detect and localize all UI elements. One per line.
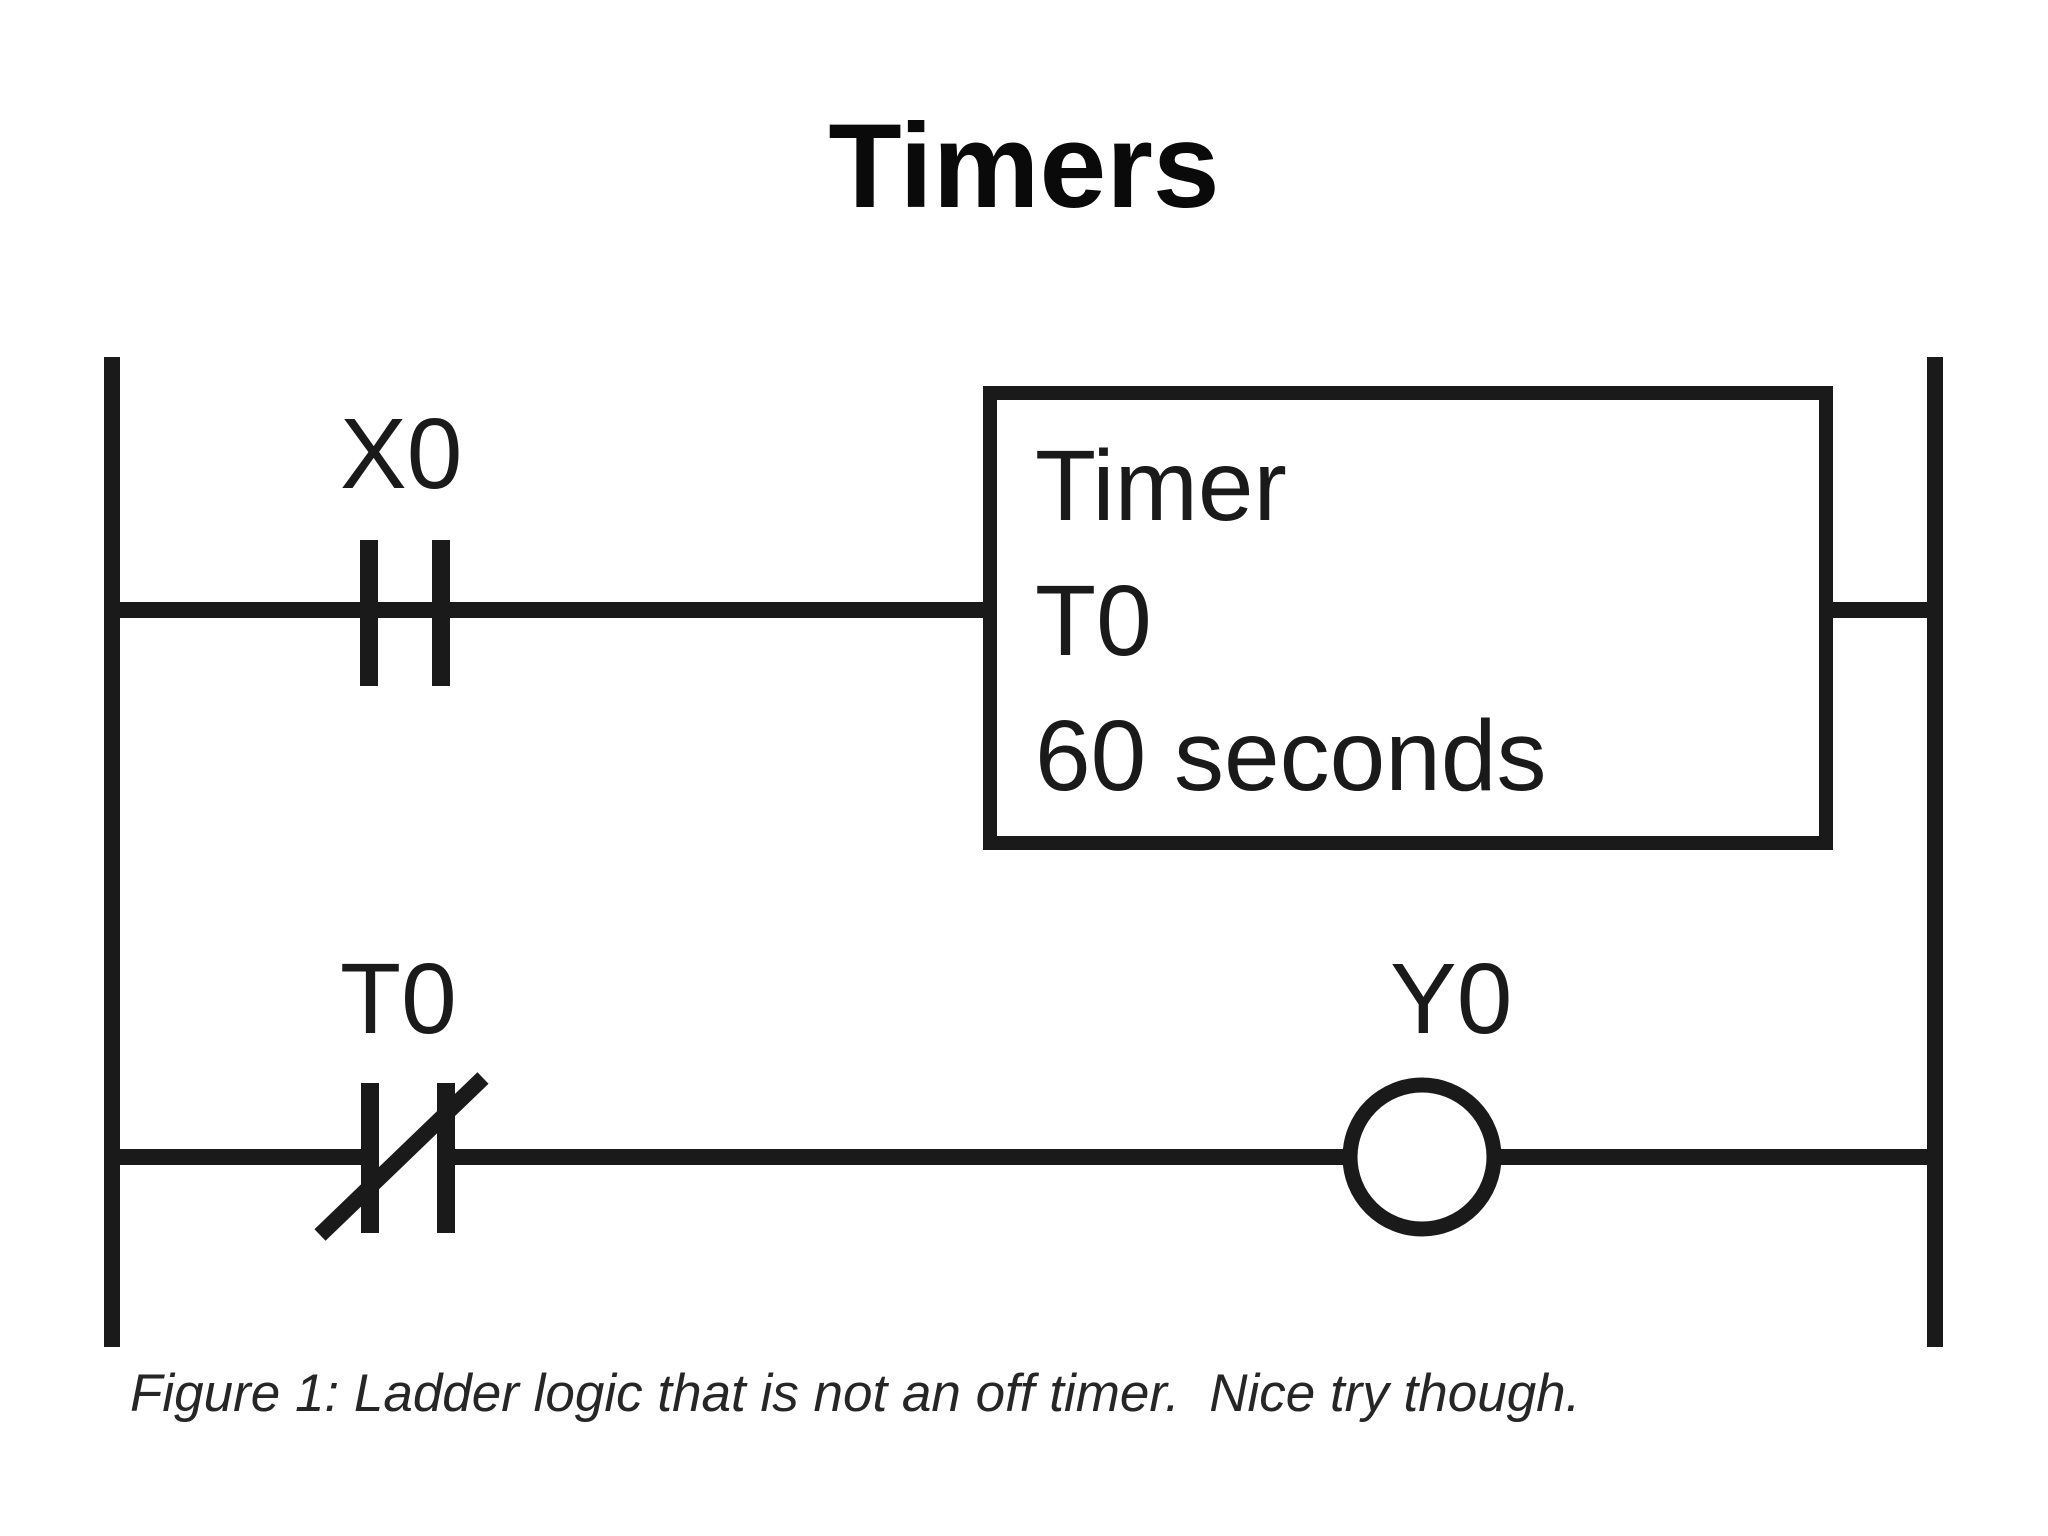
timer-block-name: T0 [1035, 565, 1152, 677]
timer-block-preset: 60 seconds [1035, 700, 1546, 812]
no-contact-x0-label: X0 [340, 398, 462, 510]
coil-y0-label: Y0 [1390, 943, 1512, 1055]
nc-contact-t0-label: T0 [340, 943, 457, 1055]
slide-title: Timers [828, 99, 1220, 233]
coil-y0 [1342, 1077, 1502, 1237]
timer-block-title: Timer [1035, 430, 1287, 542]
figure-caption: Figure 1: Ladder logic that is not an of… [130, 1364, 1581, 1423]
diagram-labels: X0 Timer T0 60 seconds T0 Y0 [340, 398, 1546, 1055]
nc-contact-t0-slash [314, 1072, 489, 1241]
wires [104, 357, 1943, 1347]
timer-block-border [983, 386, 1833, 850]
